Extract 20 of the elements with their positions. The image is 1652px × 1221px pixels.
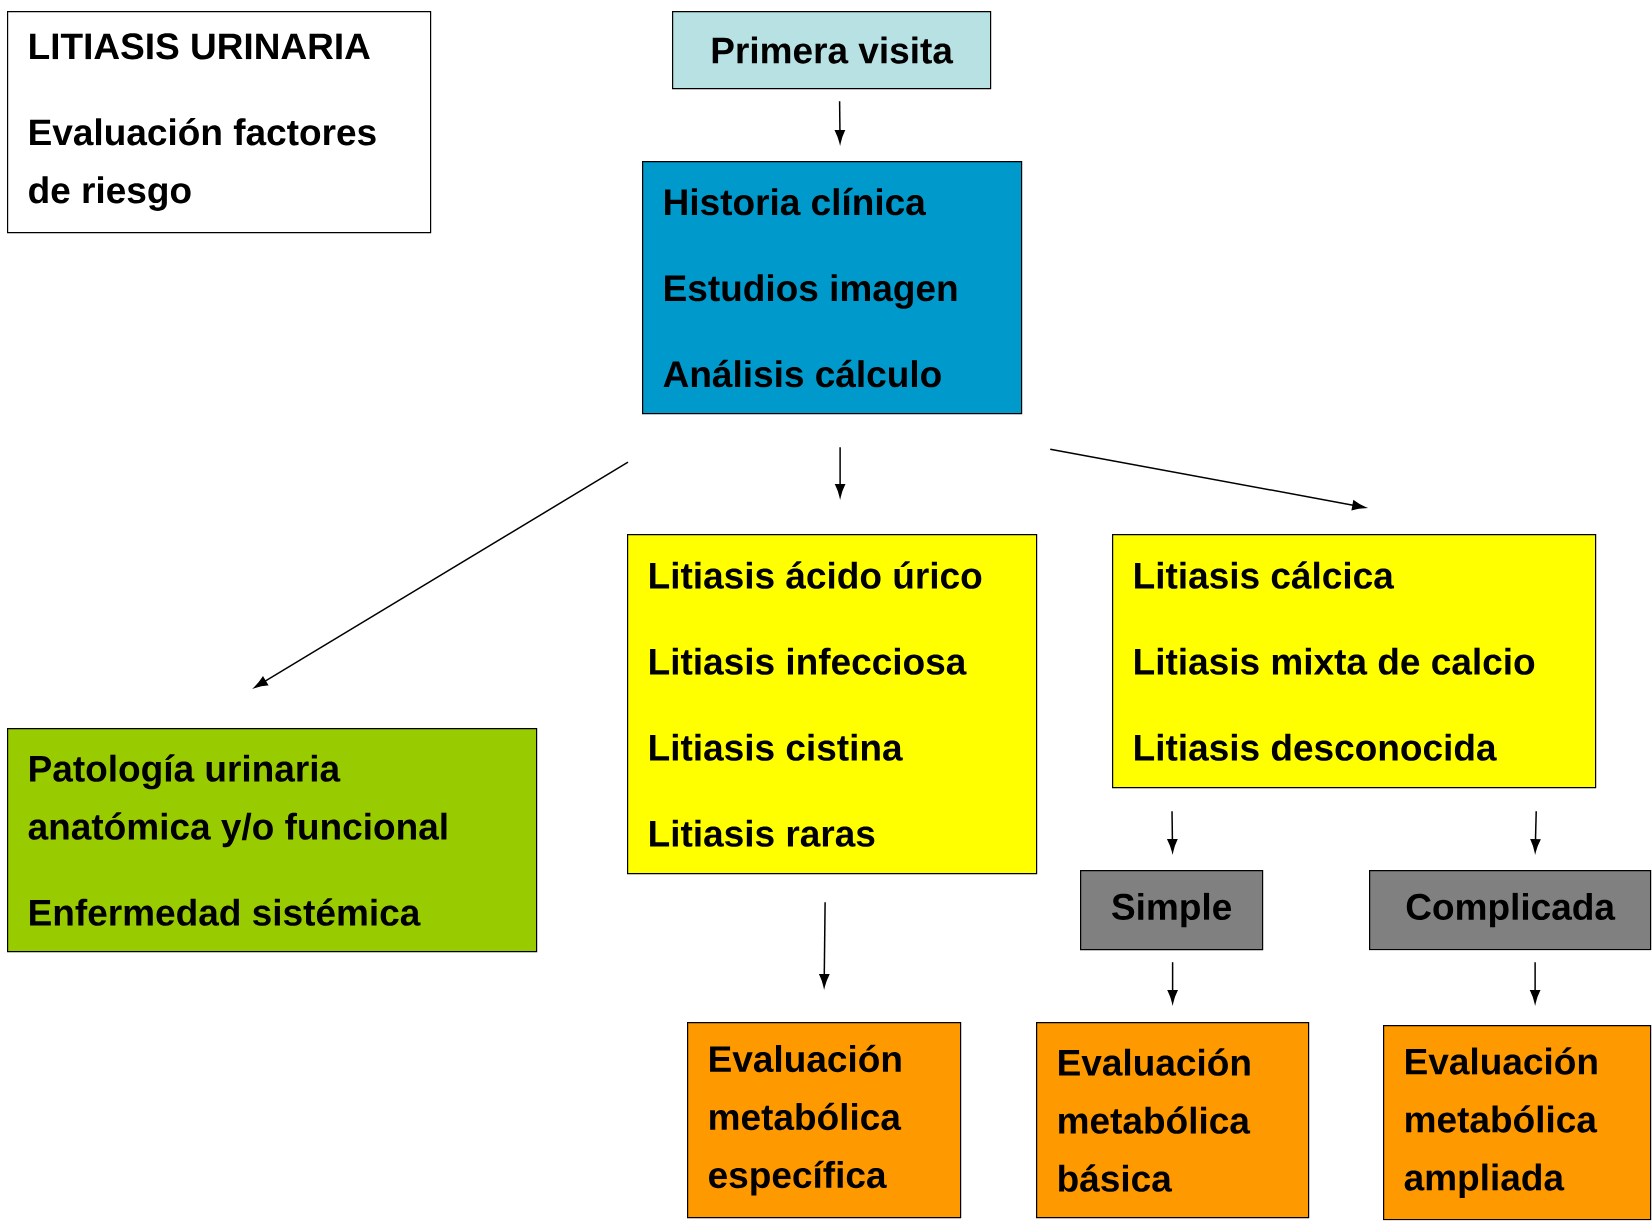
arrow [1530,810,1541,853]
arrow [1530,961,1541,1004]
category-box: Litiasis ácido úrico Litiasis infecciosa Litiasis cistina Litiasis raras [627,534,1038,875]
arrow [1049,448,1366,511]
title-box: LITIASIS URINARIA Evaluación factores de riesgo [7,11,432,234]
arrow [834,100,845,144]
arrow [1167,810,1178,853]
type-box: Complicada [1369,870,1652,951]
type-box: Simple [1080,870,1264,951]
result-box: Evaluación metabólica ampliada [1383,1025,1652,1221]
category-box: Litiasis cálcica Litiasis mixta de calcio Litiasis desconocida [1112,534,1597,789]
process-box: Historia clínica Estudios imagen Análisis cálculo [642,161,1023,415]
arrow [835,446,846,498]
start-box: Primera visita [672,11,992,90]
result-box: Evaluación metabólica básica [1036,1022,1310,1219]
outcome-box: Patología urinaria anatómica y/o funcional Enfermedad sistémica [7,728,538,953]
arrow [254,461,629,688]
arrow [819,901,830,988]
result-box: Evaluación metabólica específica [687,1022,962,1219]
arrow [1167,961,1178,1004]
